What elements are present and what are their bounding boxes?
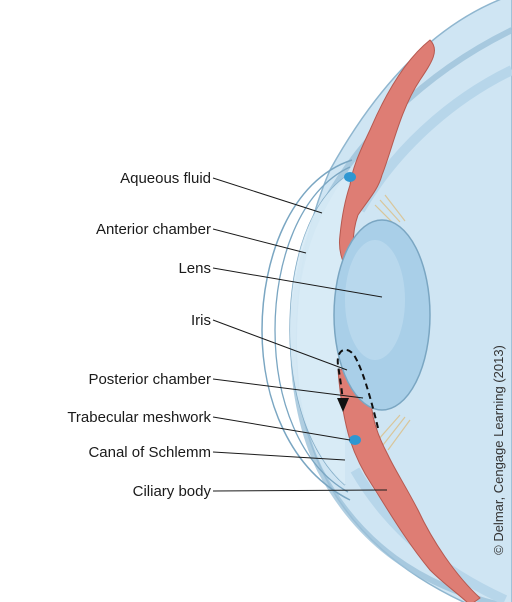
label-posterior-chamber: Posterior chamber <box>88 371 211 388</box>
leader-anterior-chamber <box>213 229 306 253</box>
label-anterior-chamber: Anterior chamber <box>96 221 211 238</box>
label-ciliary-body: Ciliary body <box>133 483 212 500</box>
label-canal-of-schlemm: Canal of Schlemm <box>88 444 211 461</box>
label-aqueous-fluid: Aqueous fluid <box>120 170 211 187</box>
lens-highlight <box>345 240 405 360</box>
label-iris: Iris <box>191 312 211 329</box>
label-lens: Lens <box>178 260 211 277</box>
canal-of-schlemm-upper <box>344 172 356 182</box>
leader-aqueous-fluid <box>213 178 322 213</box>
canal-of-schlemm-lower <box>349 435 361 445</box>
label-trabecular-meshwork: Trabecular meshwork <box>67 409 211 426</box>
copyright-credit: © Delmar, Cengage Learning (2013) <box>491 345 506 555</box>
